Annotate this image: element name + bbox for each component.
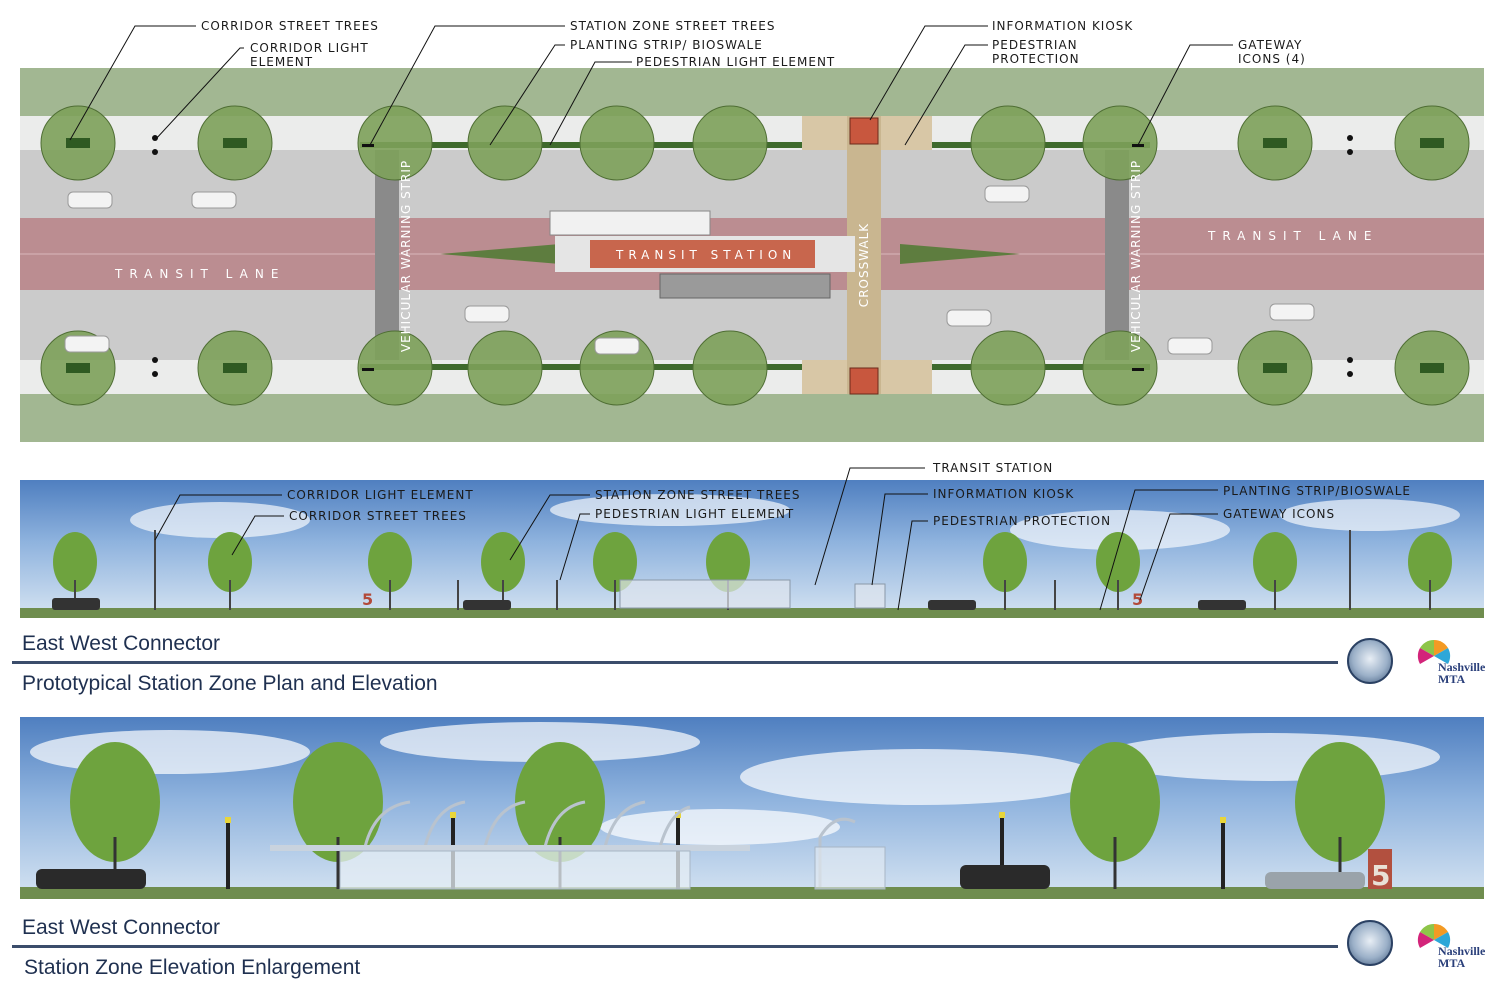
vehicles-enlargement xyxy=(36,865,1365,889)
label-station-zone-street-trees: STATION ZONE STREET TREES xyxy=(570,19,776,33)
median-island-left xyxy=(440,244,560,264)
elev-label-info-kiosk: INFORMATION KIOSK xyxy=(933,487,1075,501)
site-plan-drawing xyxy=(20,68,1484,442)
plan-leader-lines xyxy=(69,25,1233,146)
information-kiosk-bottom xyxy=(849,367,879,395)
elev-label-transit-station: TRANSIT STATION xyxy=(933,461,1054,475)
elevation-enlargement: 5 xyxy=(20,717,1484,899)
logo-line2: MTA xyxy=(1438,956,1466,970)
logo-line2: MTA xyxy=(1438,672,1466,686)
section2-title: East West Connector xyxy=(22,916,221,939)
tree-plan xyxy=(357,105,433,181)
elev-label-corridor-light: CORRIDOR LIGHT ELEMENT xyxy=(287,488,474,502)
vehicles-small xyxy=(52,598,1246,610)
warning-strip-label-left: VEHICULAR WARNING STRIP xyxy=(399,159,414,353)
cars xyxy=(64,185,1315,355)
label-gateway-icons: GATEWAY ICONS (4) xyxy=(1238,38,1306,66)
nashville-mta-logo-icon xyxy=(1417,639,1451,664)
elev-label-ped-protection: PEDESTRIAN PROTECTION xyxy=(933,514,1112,528)
nashville-mta-logo-icon xyxy=(1417,923,1451,948)
gateway-icon-enlargement xyxy=(1368,849,1392,889)
tree-plan xyxy=(357,330,433,406)
tree-plan xyxy=(467,105,543,181)
tree-plan xyxy=(692,105,768,181)
tree-plan xyxy=(579,105,655,181)
logo-line1: Nashville xyxy=(1438,660,1486,674)
mta-seal-icon xyxy=(1347,920,1393,966)
tree-plan xyxy=(1082,330,1158,406)
mta-seal-icon xyxy=(1347,638,1393,684)
label-corridor-street-trees: CORRIDOR STREET TREES xyxy=(201,19,379,33)
transit-lane-label-left: TRANSIT LANE xyxy=(115,267,286,281)
section1-title: East West Connector xyxy=(22,632,221,655)
corridor-lights xyxy=(152,135,1353,377)
station-canopy-enlargement xyxy=(363,800,856,887)
elevation-trees xyxy=(53,532,1452,592)
logo-line1: Nashville xyxy=(1438,944,1486,958)
gateway-number-small-left: 5 xyxy=(362,590,375,609)
label-corridor-light-element: CORRIDOR LIGHT ELEMENT xyxy=(250,41,369,69)
gateway-number-small-right: 5 xyxy=(1132,590,1145,609)
bus-top xyxy=(549,210,711,236)
enlargement-trees xyxy=(70,742,1385,862)
elev-label-gateway-icons: GATEWAY ICONS xyxy=(1223,507,1336,521)
median-island-right xyxy=(900,244,1020,264)
gateway-icons xyxy=(362,144,1144,371)
elevation-leader-lines xyxy=(154,467,1218,611)
elev-label-station-trees: STATION ZONE STREET TREES xyxy=(595,488,801,502)
transit-lane-label-right: TRANSIT LANE xyxy=(1208,229,1379,243)
grass-band-top xyxy=(20,68,1484,116)
information-kiosk-top xyxy=(849,117,879,145)
elevation-enlargement-drawing xyxy=(20,722,1484,899)
section1-divider xyxy=(12,661,1338,664)
transit-station-label: TRANSIT STATION xyxy=(616,248,797,262)
gateway-number-enlargement: 5 xyxy=(1371,859,1392,892)
label-pedestrian-light-element: PEDESTRIAN LIGHT ELEMENT xyxy=(636,55,836,69)
label-information-kiosk: INFORMATION KIOSK xyxy=(992,19,1134,33)
station-canopy-small xyxy=(619,579,886,609)
warning-strip-left xyxy=(375,150,399,360)
tree-plan xyxy=(970,105,1046,181)
elev-label-planting-strip: PLANTING STRIP/BIOSWALE xyxy=(1223,484,1411,498)
label-pedestrian-protection: PEDESTRIAN PROTECTION xyxy=(992,38,1080,66)
transit-station-canopy xyxy=(590,240,815,268)
grass-band-bottom xyxy=(20,394,1484,442)
section2-subtitle: Station Zone Elevation Enlargement xyxy=(24,956,361,979)
tree-plan xyxy=(1082,105,1158,181)
elevation-small: 5 5 xyxy=(20,480,1484,618)
crosswalk-label: CROSSWALK xyxy=(857,222,872,308)
elev-label-corridor-trees: CORRIDOR STREET TREES xyxy=(289,509,467,523)
warning-strip-right xyxy=(1105,150,1129,360)
section1-subtitle: Prototypical Station Zone Plan and Eleva… xyxy=(22,672,438,695)
label-planting-strip: PLANTING STRIP/ BIOSWALE xyxy=(570,38,763,52)
warning-strip-label-right: VEHICULAR WARNING STRIP xyxy=(1129,159,1144,353)
tree-plan xyxy=(467,330,543,406)
site-plan: TRANSIT LANE TRANSIT LANE TRANSIT STATIO… xyxy=(20,68,1484,442)
tree-plan xyxy=(692,330,768,406)
elev-label-ped-light: PEDESTRIAN LIGHT ELEMENT xyxy=(595,507,795,521)
elevation-small-drawing xyxy=(20,494,1484,618)
section2-divider xyxy=(12,945,1338,948)
tree-plan xyxy=(970,330,1046,406)
tree-pits xyxy=(66,138,1444,373)
bus-bottom xyxy=(659,273,831,299)
